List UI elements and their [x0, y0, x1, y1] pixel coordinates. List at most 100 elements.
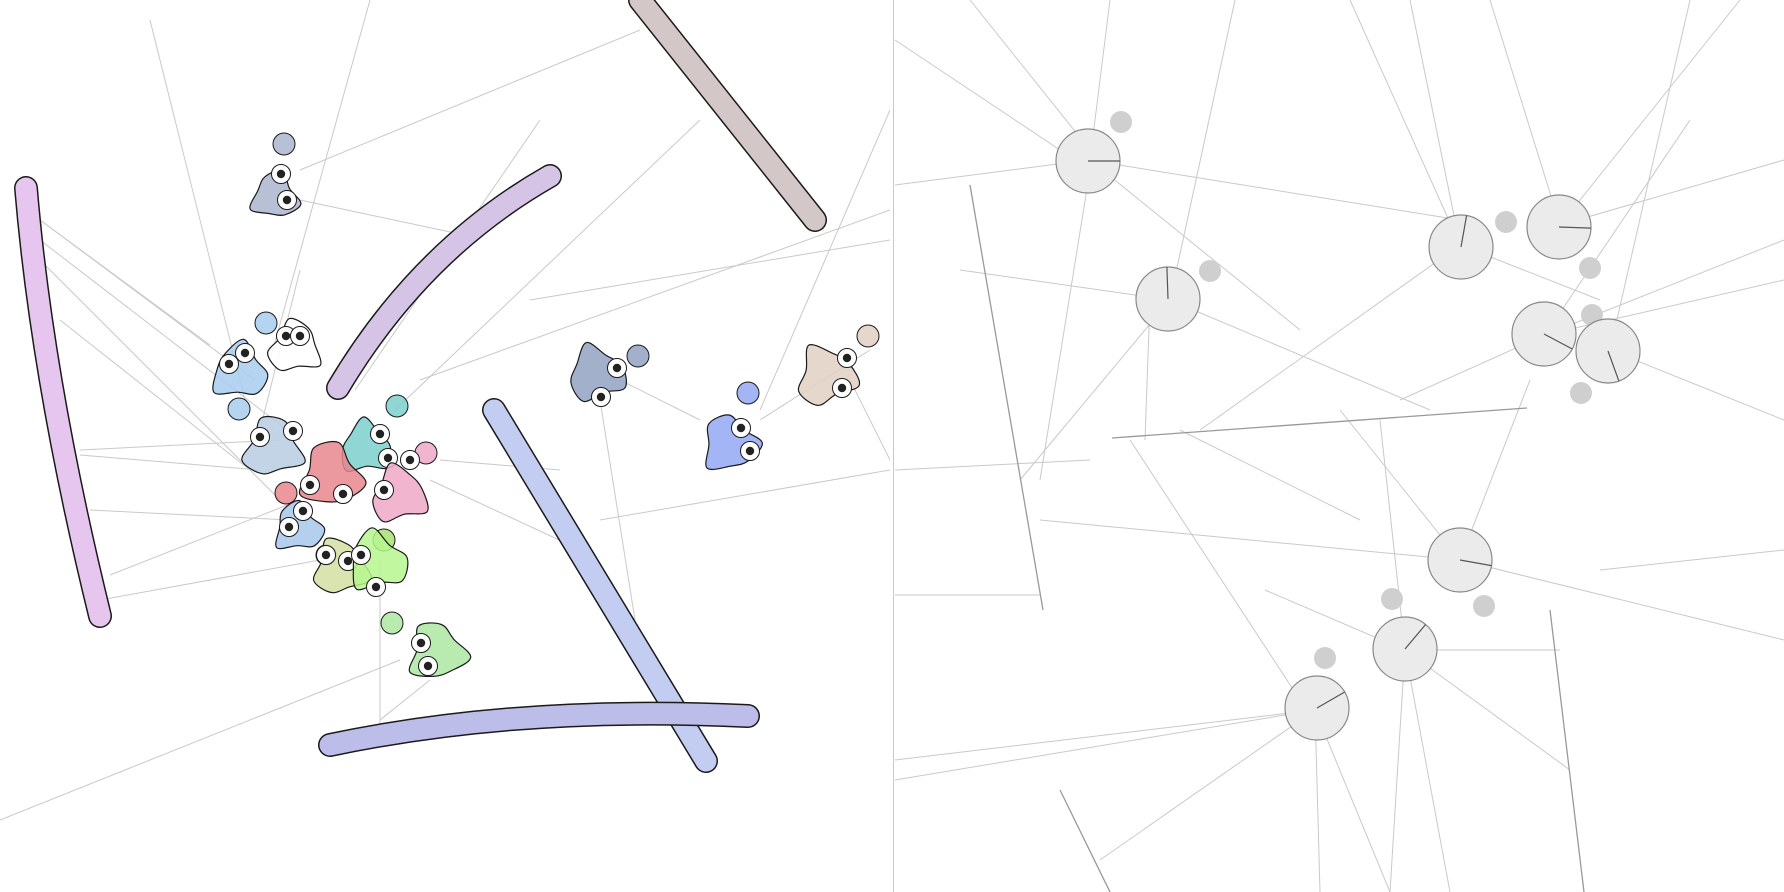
- debug-ray: [1088, 160, 1460, 220]
- pupil-icon: [241, 349, 249, 357]
- creature-blob-blue[interactable]: [706, 382, 763, 469]
- debug-ray: [1560, 0, 1740, 225]
- debug-ray: [1610, 0, 1690, 350]
- debug-ball-dot: [1199, 260, 1221, 282]
- wall-wall-violet-left: [26, 188, 100, 616]
- debug-agent-sensor[interactable]: [1428, 528, 1492, 592]
- creature-ball: [275, 482, 297, 504]
- debug-ray: [1460, 560, 1784, 640]
- pupil-icon: [424, 662, 432, 670]
- pupil-icon: [613, 364, 621, 372]
- pupil-icon: [406, 456, 414, 464]
- debug-dot-layer: [1110, 111, 1603, 669]
- pupil-icon: [376, 430, 384, 438]
- creature-blob-outline[interactable]: [255, 312, 321, 371]
- creature-ball: [255, 312, 277, 334]
- pupil-icon: [277, 170, 285, 178]
- pupil-icon: [299, 507, 307, 515]
- debug-ray: [970, 0, 1090, 150]
- debug-ball-dot: [1381, 588, 1403, 610]
- debug-ball-dot: [1314, 647, 1336, 669]
- debug-ray: [1545, 280, 1784, 335]
- debug-segment-layer: [970, 185, 1584, 892]
- pupil-icon: [339, 490, 347, 498]
- creature-blob-navy[interactable]: [571, 342, 649, 406]
- pupil-icon: [306, 481, 314, 489]
- creature-blob-lime[interactable]: [352, 528, 408, 597]
- debug-ray: [1350, 0, 1460, 245]
- wall-wall-lilac-arc: [338, 176, 550, 388]
- debug-agent-sensor[interactable]: [1285, 676, 1349, 740]
- pupil-icon: [380, 486, 388, 494]
- creature-ball: [273, 133, 295, 155]
- creature-blob-teal[interactable]: [342, 395, 408, 471]
- pupil-icon: [737, 424, 745, 432]
- creature-ball: [857, 325, 879, 347]
- creature-blob-steel[interactable]: [242, 417, 305, 474]
- pupil-icon: [597, 393, 605, 401]
- sight-ray: [60, 320, 250, 470]
- debug-ray: [1040, 520, 1460, 560]
- creature-blob-skyblue[interactable]: [213, 339, 268, 420]
- debug-ray: [1410, 0, 1460, 245]
- debug-ray: [1390, 650, 1405, 892]
- debug-ray: [1170, 0, 1235, 300]
- sight-ray: [380, 680, 430, 720]
- debug-agent-sensor[interactable]: [1056, 129, 1120, 193]
- game-ray-layer: [0, 0, 890, 820]
- debug-agent-sensor[interactable]: [1576, 319, 1640, 383]
- debug-ray: [1380, 420, 1405, 650]
- creature-ball: [381, 612, 403, 634]
- debug-sensor-layer: [1056, 129, 1640, 740]
- creature-ball: [228, 398, 250, 420]
- pupil-icon: [372, 583, 380, 591]
- debug-ball-dot: [1473, 595, 1495, 617]
- debug-agent-sensor[interactable]: [1136, 267, 1200, 331]
- sight-ray: [530, 240, 890, 300]
- debug-agent-sensor[interactable]: [1373, 617, 1437, 681]
- sight-ray: [40, 240, 300, 440]
- debug-wall-segment: [1060, 790, 1110, 892]
- creature-blob-paleblue[interactable]: [276, 501, 325, 549]
- pupil-icon: [843, 354, 851, 362]
- pupil-icon: [746, 447, 754, 455]
- panel-divider: [893, 0, 894, 892]
- pupil-icon: [344, 557, 352, 565]
- debug-wall-segment: [970, 185, 1043, 610]
- pupil-icon: [838, 384, 846, 392]
- debug-ray: [1040, 170, 1090, 480]
- pupil-icon: [225, 360, 233, 368]
- debug-agent-sensor[interactable]: [1512, 302, 1576, 366]
- sight-ray: [80, 455, 260, 470]
- sight-ray: [620, 380, 700, 420]
- debug-ball-dot: [1579, 257, 1601, 279]
- debug-ray: [895, 710, 1315, 760]
- debug-agent-sensor[interactable]: [1527, 195, 1591, 259]
- pupil-icon: [322, 551, 330, 559]
- creature-blob-green[interactable]: [381, 612, 471, 676]
- debug-ray: [1020, 300, 1170, 480]
- sight-ray: [90, 510, 290, 520]
- debug-ball-dot: [1495, 211, 1517, 233]
- sight-ray: [600, 470, 890, 520]
- wall-wall-taupe: [640, 0, 815, 220]
- debug-ray: [1170, 300, 1430, 410]
- pupil-icon: [296, 332, 304, 340]
- pupil-icon: [289, 427, 297, 435]
- creature-blob-slate[interactable]: [250, 133, 301, 215]
- debug-ball-dot: [1110, 111, 1132, 133]
- debug-ray: [1560, 160, 1784, 225]
- debug-ball-dot: [1570, 382, 1592, 404]
- debug-agent-sensor[interactable]: [1429, 215, 1493, 279]
- pupil-icon: [256, 433, 264, 441]
- debug-ray: [1200, 245, 1460, 430]
- pupil-icon: [357, 551, 365, 559]
- creature-blob-beige[interactable]: [798, 325, 879, 405]
- debug-wall-segment: [1112, 408, 1527, 438]
- debug-ray: [895, 710, 1315, 780]
- debug-ray: [1490, 0, 1560, 225]
- creature-layer: [213, 133, 879, 676]
- pupil-icon: [282, 332, 290, 340]
